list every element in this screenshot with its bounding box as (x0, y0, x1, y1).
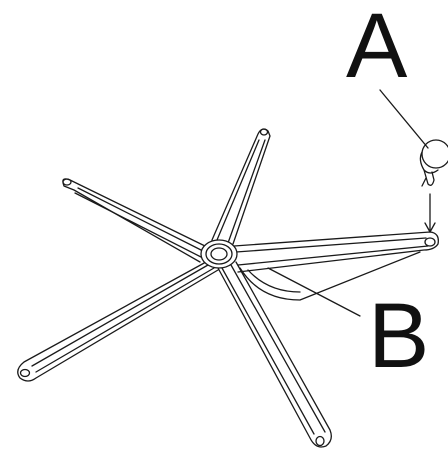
leader-line-b (267, 267, 361, 317)
base-arm-bottom (217, 261, 332, 448)
base-arm-lower-left (17, 261, 219, 382)
base-arm-top (211, 128, 271, 245)
base-hub (200, 239, 238, 269)
leader-line-a (379, 89, 429, 149)
caster-wheel-icon (419, 139, 448, 187)
insert-arrow (424, 193, 436, 233)
label-a: A (346, 0, 408, 97)
arm-upper-left-hole (62, 178, 72, 186)
label-b: B (368, 285, 430, 387)
base-arm-right (233, 231, 439, 301)
arm-bottom-hole (315, 435, 325, 447)
base-arm-upper-left (62, 178, 206, 263)
arm-lower-left-hole (19, 368, 31, 378)
arm-right-hole (424, 237, 436, 247)
arm-top-hole (259, 128, 269, 136)
